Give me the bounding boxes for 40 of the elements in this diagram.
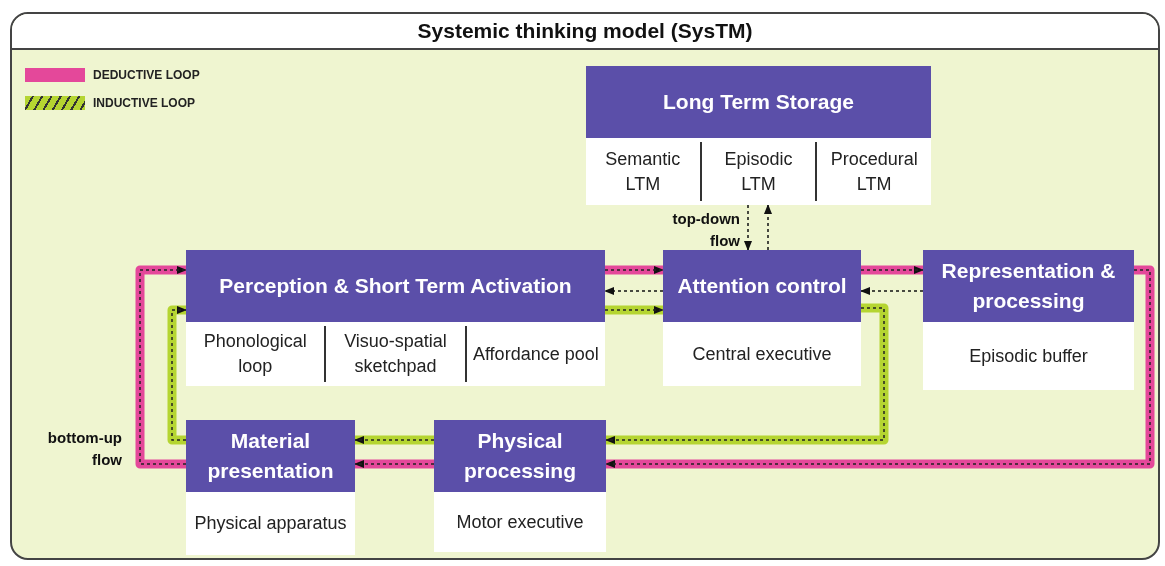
box-title: Perception & Short Term Activation [219, 273, 572, 299]
box-title: Material presentation [206, 428, 335, 484]
box-subtext: Episodic buffer [969, 344, 1088, 368]
loop-arrow [605, 265, 664, 275]
flow-label: bottom-up flow [46, 428, 122, 470]
loop-arrow [135, 265, 187, 469]
box-subtext: Motor executive [456, 510, 584, 534]
loop-arrow [605, 265, 1155, 469]
flow-arrow [860, 287, 924, 295]
loop-arrow [167, 305, 187, 445]
process-box [186, 420, 355, 555]
box-subtext: Semantic LTM [604, 147, 682, 196]
process-box [434, 420, 606, 552]
legend-label: INDUCTIVE LOOP [93, 95, 195, 112]
process-box [923, 250, 1134, 390]
box-subtext: Procedural LTM [829, 147, 919, 196]
box-title: Long Term Storage [663, 89, 854, 115]
box-subtext: Phonological loop [202, 330, 308, 378]
edge-label: top-down flow [671, 209, 740, 251]
diagram-title: Systemic thinking model (SysTM) [417, 18, 753, 45]
loop-arrow [605, 303, 889, 445]
box-title: Physical processing [462, 428, 577, 484]
box-subtext: Physical apparatus [194, 512, 347, 535]
loop-arrow [354, 459, 434, 469]
legend-label: DEDUCTIVE LOOP [93, 67, 200, 84]
box-title: Attention control [677, 273, 847, 299]
box-subtext: Episodic LTM [723, 147, 794, 196]
process-box [663, 250, 861, 386]
box-subtext: Affordance pool [472, 342, 599, 366]
flow-arrow [744, 204, 752, 251]
process-box [186, 250, 605, 386]
box-title: Representation & processing [940, 258, 1117, 314]
loop-arrow [861, 265, 924, 275]
box-subtext: Visuo-spatial sketchpad [343, 330, 448, 378]
box-subtext: Central executive [692, 342, 832, 366]
loop-arrow [354, 435, 434, 445]
flow-arrow [764, 204, 772, 251]
flow-arrow [604, 287, 664, 295]
loop-arrow [605, 305, 664, 315]
process-box [586, 66, 931, 205]
